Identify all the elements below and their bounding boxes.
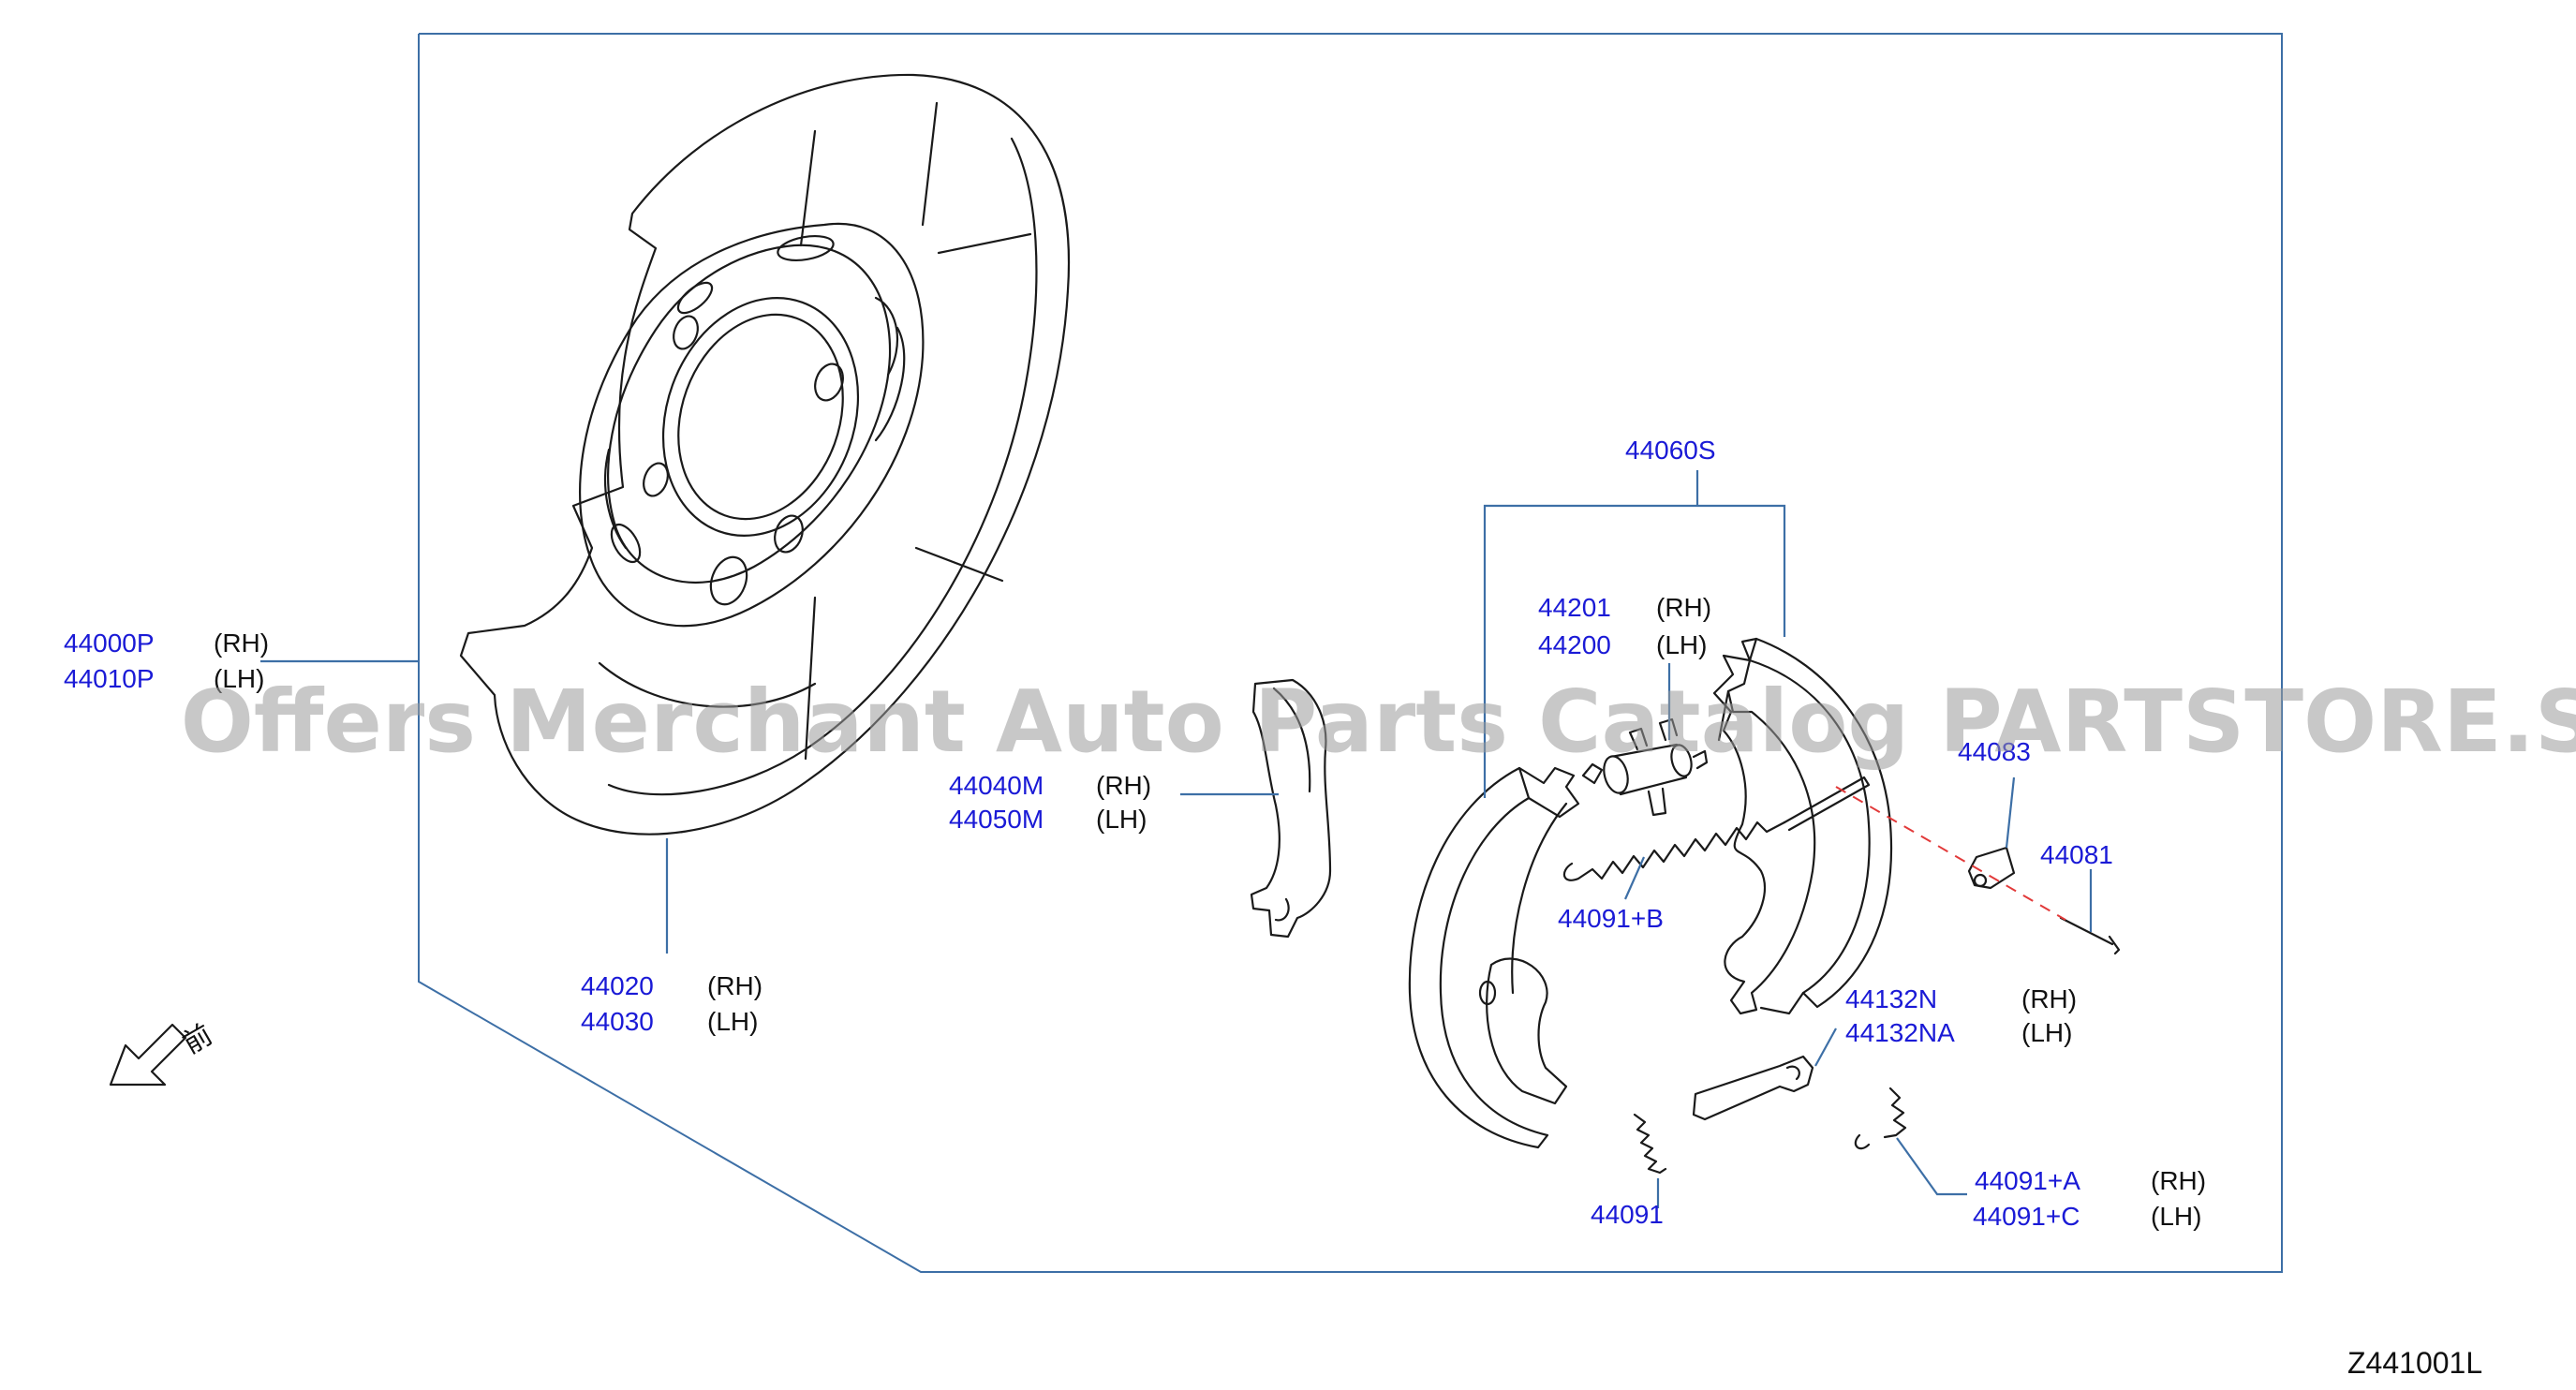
part-number-44091C[interactable]: 44091+C	[1973, 1202, 2080, 1231]
adjuster-drawing	[1692, 1055, 1814, 1121]
front-direction-arrow-icon	[109, 1023, 187, 1087]
part-number-44091A[interactable]: 44091+A	[1975, 1166, 2080, 1195]
side-rh-44000P: (RH)	[214, 628, 269, 658]
side-lh-44200: (LH)	[1656, 630, 1707, 659]
part-number-44083[interactable]: 44083	[1958, 737, 2031, 766]
part-number-44000P[interactable]: 44000P	[64, 628, 155, 658]
spring-b-drawing	[1562, 776, 1871, 881]
part-number-44132NA[interactable]: 44132NA	[1845, 1018, 1955, 1047]
part-number-44030[interactable]: 44030	[581, 1007, 654, 1036]
left-shoe-drawing	[1408, 766, 1580, 1149]
part-number-44020[interactable]: 44020	[581, 971, 654, 1000]
centerline	[1835, 786, 2066, 921]
side-lh-44010P: (LH)	[214, 664, 264, 693]
part-number-44081[interactable]: 44081	[2040, 840, 2113, 869]
part-number-44050M[interactable]: 44050M	[949, 805, 1044, 834]
side-rh-44091A: (RH)	[2151, 1166, 2206, 1195]
part-number-44060S[interactable]: 44060S	[1625, 436, 1716, 465]
lever-drawing	[1250, 678, 1332, 939]
part-number-44040M[interactable]: 44040M	[949, 771, 1044, 800]
side-lh-44030: (LH)	[707, 1007, 758, 1036]
watermark-text: Offers Merchant Auto Parts Catalog PARTS…	[181, 672, 2576, 772]
side-rh-44020: (RH)	[707, 971, 762, 1000]
leader-lines	[260, 470, 2093, 1208]
part-number-44091[interactable]: 44091	[1591, 1200, 1664, 1229]
side-lh-44132NA: (LH)	[2021, 1018, 2072, 1047]
part-number-44132N[interactable]: 44132N	[1845, 984, 1937, 1013]
side-rh-44040M: (RH)	[1096, 771, 1151, 800]
side-rh-44132N: (RH)	[2021, 984, 2077, 1013]
diagram-code: Z441001L	[2347, 1346, 2482, 1380]
wheel-cylinder-drawing	[1581, 717, 1709, 817]
part-number-44201[interactable]: 44201	[1538, 593, 1611, 622]
side-lh-44050M: (LH)	[1096, 805, 1147, 834]
pin-drawing	[2059, 916, 2121, 955]
part-number-44200[interactable]: 44200	[1538, 630, 1611, 659]
part-number-44091B[interactable]: 44091+B	[1558, 904, 1664, 933]
backing-plate-drawing	[459, 73, 1071, 835]
side-rh-44201: (RH)	[1656, 593, 1711, 622]
spring-a-drawing	[1854, 1087, 1907, 1150]
front-label: 前	[177, 1018, 217, 1060]
spring-44091-drawing	[1633, 1113, 1667, 1175]
assembly-frame	[418, 33, 2283, 1273]
side-lh-44091C: (LH)	[2151, 1202, 2201, 1231]
part-number-44010P[interactable]: 44010P	[64, 664, 155, 693]
